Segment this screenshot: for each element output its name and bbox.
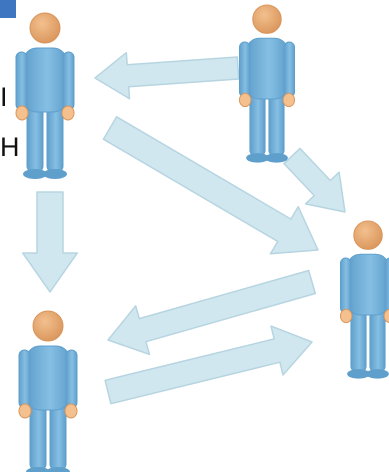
person-top-left-icon — [16, 13, 74, 179]
arrow-top-right-to-top-left — [95, 53, 239, 99]
arrow-top-right-to-right — [284, 148, 345, 212]
person-bottom-left-icon — [19, 311, 77, 472]
arrow-top-left-to-right — [103, 117, 318, 254]
person-right-icon — [340, 221, 389, 379]
arrow-top-left-to-bottom-left — [23, 192, 78, 292]
person-top-right-icon — [239, 5, 294, 163]
